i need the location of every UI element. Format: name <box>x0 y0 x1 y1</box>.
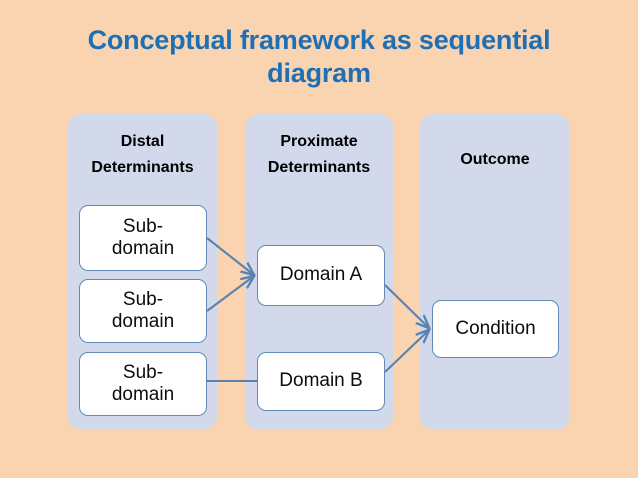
column-header-outcome: Outcome <box>460 151 530 168</box>
column-header-proximate: Proximate Determinants <box>267 133 371 176</box>
node-sub-domain-2[interactable]: Sub- domain <box>79 279 207 343</box>
node-sub-domain-1[interactable]: Sub- domain <box>79 205 207 271</box>
node-condition[interactable]: Condition <box>432 300 559 358</box>
node-domain-b[interactable]: Domain B <box>257 352 385 411</box>
column-header-distal: Distal Determinants <box>91 133 194 176</box>
node-sub-domain-3[interactable]: Sub- domain <box>79 352 207 416</box>
node-domain-a[interactable]: Domain A <box>257 245 385 306</box>
page-title: Conceptual framework as sequential diagr… <box>87 25 551 88</box>
column-panel-outcome: Outcome <box>420 114 570 430</box>
